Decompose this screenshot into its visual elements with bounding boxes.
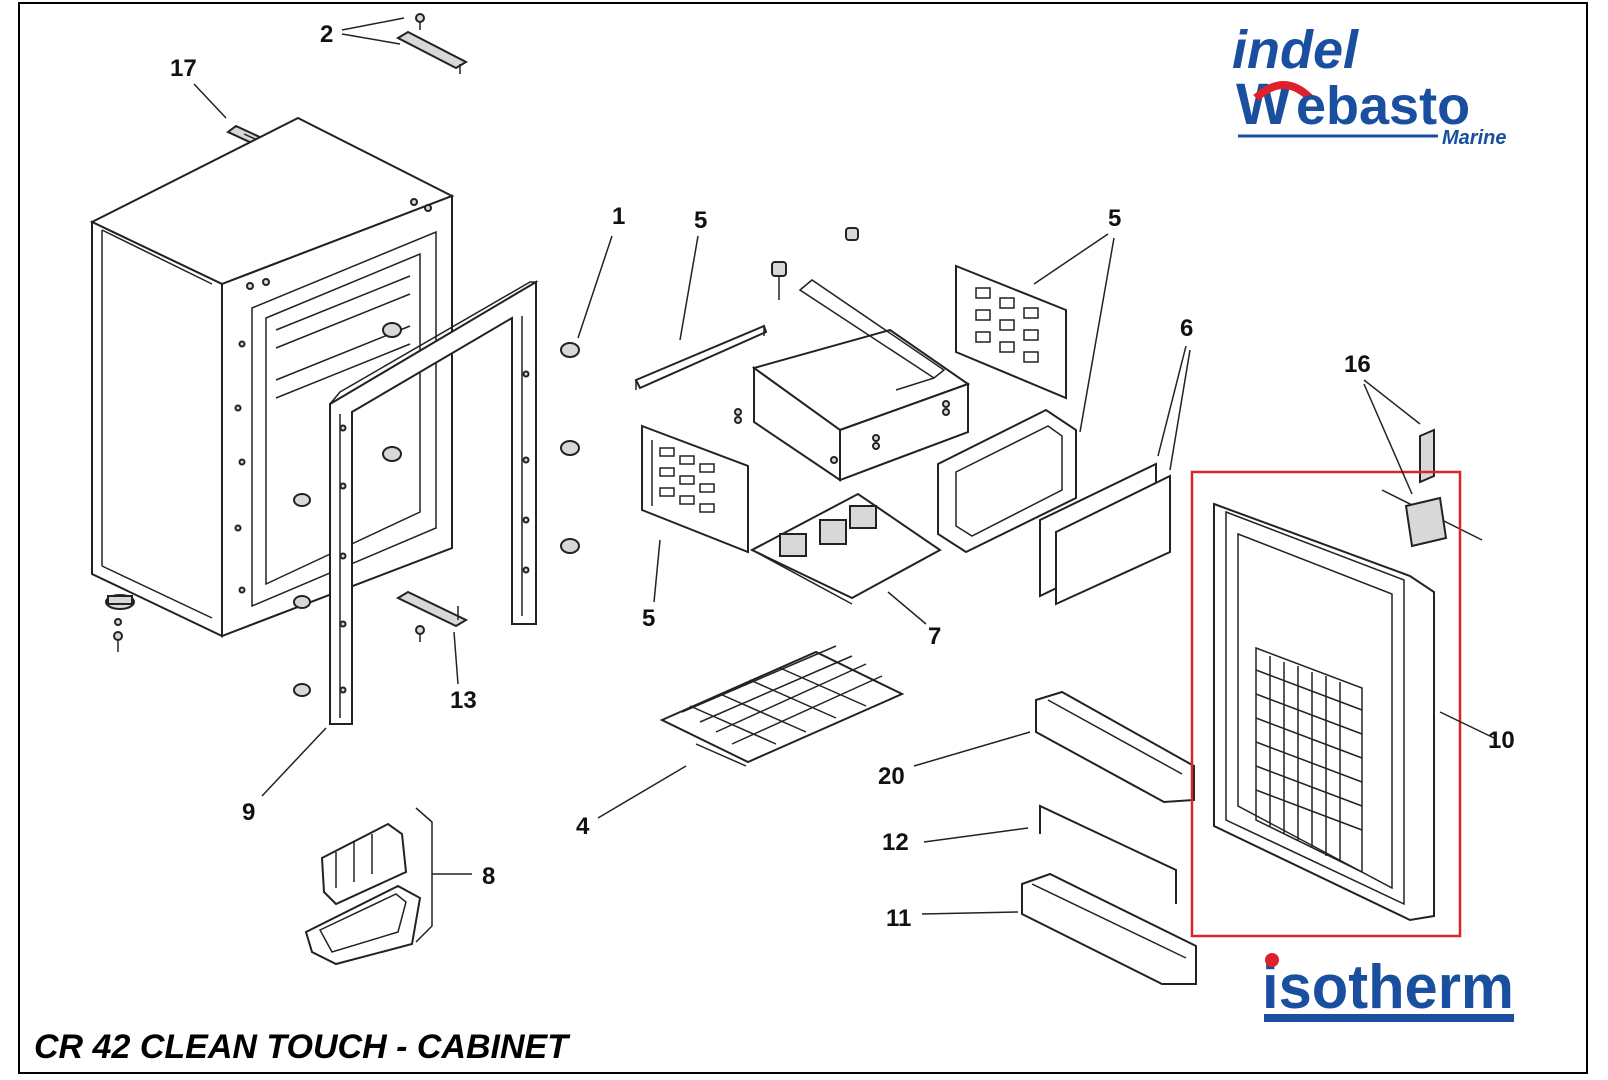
indel-wordmark: indel [1232,20,1359,80]
part-5-rod-left[interactable] [634,324,768,390]
drawing-title: CR 42 CLEAN TOUCH - CABINET [34,1028,568,1066]
webasto-arc-icon [1253,81,1313,102]
callout-1: 1 [612,203,625,230]
callout-20: 20 [878,763,905,790]
part-1-bushings[interactable] [560,342,580,554]
part-5-grille-panel-left[interactable] [641,424,749,554]
part-9-front-frame[interactable] [329,280,539,725]
part-5-grille-panel-right[interactable] [955,264,1067,400]
callout-9: 9 [242,799,255,826]
compressor-feet[interactable] [771,227,859,300]
callout-8: 8 [482,863,495,890]
isotherm-logo: isotherm [1262,953,1514,1022]
callout-10: 10 [1488,727,1515,754]
part-11-door-bin[interactable] [1021,872,1197,985]
callout-13: 13 [450,687,477,714]
callout-5-top: 5 [694,207,707,234]
callout-5-bottom: 5 [642,605,655,632]
part-6-panels[interactable] [1039,462,1171,606]
callout-labels: 2 17 1 5 5 6 16 5 7 13 10 20 9 4 12 8 11 [170,21,1515,932]
marine-wordmark: Marine [1442,127,1506,149]
cabinet-foot[interactable] [105,594,135,652]
cabinet-body[interactable] [89,116,455,697]
part-7-base-tray[interactable] [749,492,942,605]
isotherm-dot-icon [1265,953,1279,967]
part-4-wire-shelf[interactable] [659,645,905,767]
isotherm-wordmark: isotherm [1262,953,1514,1022]
part-10-highlight-box [1190,470,1462,938]
part-20-door-bin[interactable] [1035,690,1195,804]
indel-webasto-logo: indel W ebasto Marine [1232,20,1506,149]
callout-4: 4 [576,813,590,840]
webasto-wordmark: ebasto [1296,76,1470,136]
callout-7: 7 [928,623,941,650]
cooling-unit-housing[interactable] [734,279,971,482]
callout-16: 16 [1344,351,1371,378]
callout-2: 2 [320,21,333,48]
callout-17: 17 [170,55,197,82]
part-16-door-hinge[interactable] [1381,428,1483,548]
part-13-bottom-hinge[interactable] [395,590,469,642]
leader-lines [193,17,1495,943]
callout-11: 11 [886,905,911,932]
callout-6: 6 [1180,315,1193,342]
part-10-door[interactable] [1213,502,1435,922]
part-2-hinge-and-screw[interactable] [395,13,469,74]
part-8-ice-tray-set[interactable] [304,822,422,966]
callout-12: 12 [882,829,909,856]
part-12-retaining-bar[interactable] [1039,804,1177,904]
evaporator-frame[interactable] [937,408,1077,554]
callout-5-right: 5 [1108,205,1121,232]
